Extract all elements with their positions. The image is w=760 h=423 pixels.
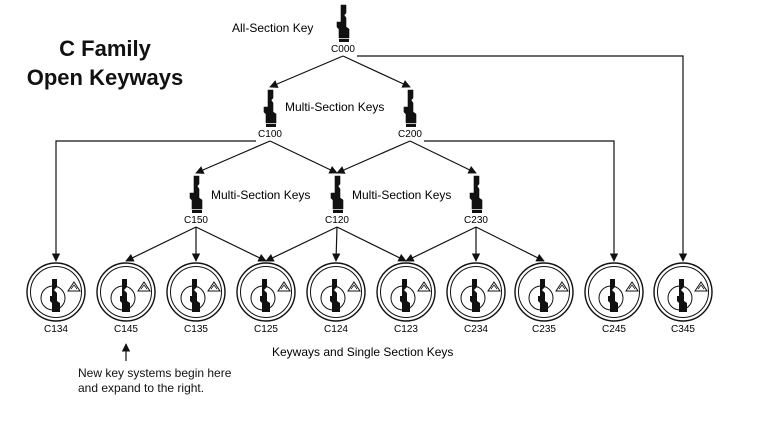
key-icon-c150 (189, 175, 203, 213)
footnote: New key systems begin here and expand to… (78, 366, 231, 396)
node-label-c235: C235 (532, 324, 556, 335)
node-label-c100: C100 (258, 129, 282, 140)
lock-cylinder-icon-c124 (306, 262, 366, 322)
lock-cylinder-icon-c235 (514, 262, 574, 322)
multi-section-label-left: Multi-Section Keys (211, 188, 310, 202)
connector-c120-c125 (265, 226, 338, 262)
connector-c230-c235 (475, 226, 545, 262)
keyways-label: Keyways and Single Section Keys (272, 345, 453, 359)
node-label-c245: C245 (602, 324, 626, 335)
connector-c120-c124 (332, 226, 341, 262)
node-label-c234: C234 (464, 324, 488, 335)
lock-cylinder-icon-c135 (166, 262, 226, 322)
node-label-c000: C000 (331, 44, 355, 55)
lock-cylinder-icon-c123 (376, 262, 436, 322)
key-icon-c000 (336, 4, 350, 42)
node-label-c124: C124 (324, 324, 348, 335)
node-label-c120: C120 (325, 215, 349, 226)
all-section-label: All-Section Key (232, 21, 313, 35)
lock-cylinder-icon-c134 (26, 262, 86, 322)
connector-c200-c120 (336, 140, 411, 174)
node-label-c200: C200 (398, 129, 422, 140)
cylinder-layer (26, 262, 713, 322)
node-label-c125: C125 (254, 324, 278, 335)
lock-cylinder-icon-c234 (446, 262, 506, 322)
node-label-c145: C145 (114, 324, 138, 335)
node-label-c134: C134 (44, 324, 68, 335)
connector-c200-c245 (424, 140, 619, 262)
connector-c150-c125 (195, 226, 267, 262)
key-icon-c100 (263, 89, 277, 127)
node-label-c135: C135 (184, 324, 208, 335)
connector-c100-c120 (269, 140, 338, 174)
connector-c100-c150 (195, 140, 271, 174)
lock-cylinder-icon-c345 (653, 262, 713, 322)
key-icon-c200 (403, 89, 417, 127)
multi-section-label-top: Multi-Section Keys (285, 100, 384, 114)
connector-c150-c145 (125, 226, 197, 262)
connector-c200-c230 (409, 140, 477, 174)
connector-c120-c123 (336, 226, 407, 262)
key-layer (189, 4, 483, 213)
node-label-c150: C150 (184, 215, 208, 226)
connector-layer (51, 55, 688, 262)
multi-section-label-right: Multi-Section Keys (352, 188, 451, 202)
footnote-line-2: and expand to the right. (78, 381, 205, 395)
title-line-1: C Family (59, 36, 151, 61)
node-label-c345: C345 (671, 324, 695, 335)
node-label-c230: C230 (464, 215, 488, 226)
lock-cylinder-icon-c145 (96, 262, 156, 322)
diagram-title: C Family Open Keyways (22, 34, 188, 92)
connector-c000-c100 (269, 55, 344, 88)
footnote-line-1: New key systems begin here (78, 366, 232, 380)
key-icon-c230 (469, 175, 483, 213)
connector-c000-c345 (357, 55, 688, 262)
key-icon-c120 (330, 175, 344, 213)
connector-c100-c134 (51, 140, 256, 262)
lock-cylinder-icon-c125 (236, 262, 296, 322)
node-label-c123: C123 (394, 324, 418, 335)
lock-cylinder-icon-c245 (584, 262, 644, 322)
connector-c000-c200 (342, 55, 411, 88)
connector-c230-c123 (405, 226, 477, 262)
title-line-2: Open Keyways (26, 65, 184, 90)
